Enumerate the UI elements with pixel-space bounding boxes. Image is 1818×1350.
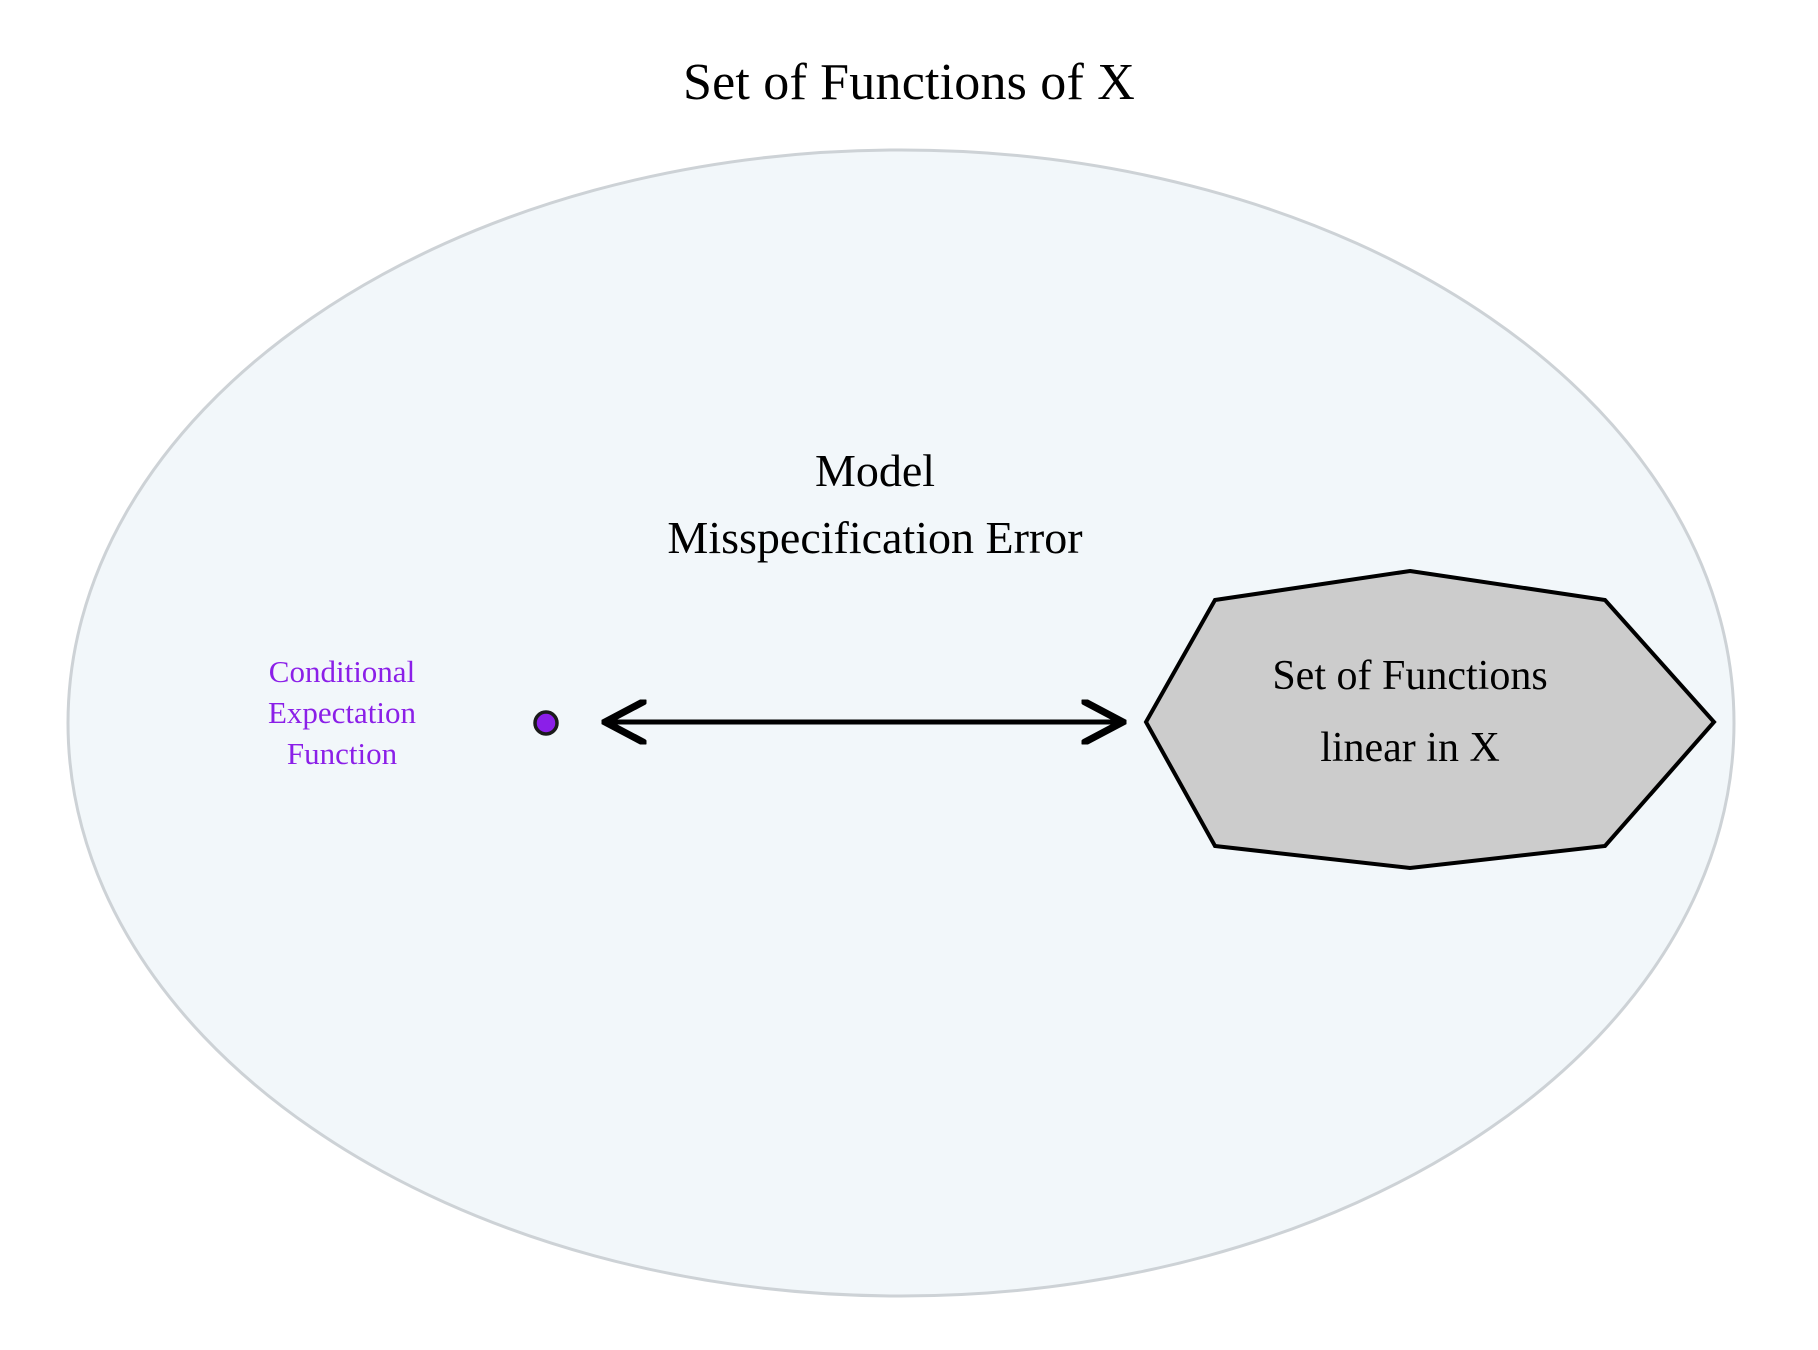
cef-label-line-2: Expectation [267,694,417,730]
misspecification-error-label: Model Misspecification Error [480,437,1270,571]
linear-functions-label: Set of Functions linear in X [1150,655,1670,769]
page-title: Set of Functions of X [683,54,1135,111]
cef-label-line-1: Conditional [268,654,416,689]
mme-label-line-2: Misspecification Error [667,512,1083,564]
mme-label-line-1: Model [814,445,936,496]
linear-functions-octagon[interactable] [1143,568,1717,871]
cef-label-line-3: Function [286,735,398,771]
conditional-expectation-point[interactable] [533,710,559,736]
linear-label-line-1: Set of Functions [1272,653,1548,699]
conditional-expectation-label: Conditional Expectation Function [228,652,456,775]
linear-label-line-2: linear in X [1320,725,1500,771]
